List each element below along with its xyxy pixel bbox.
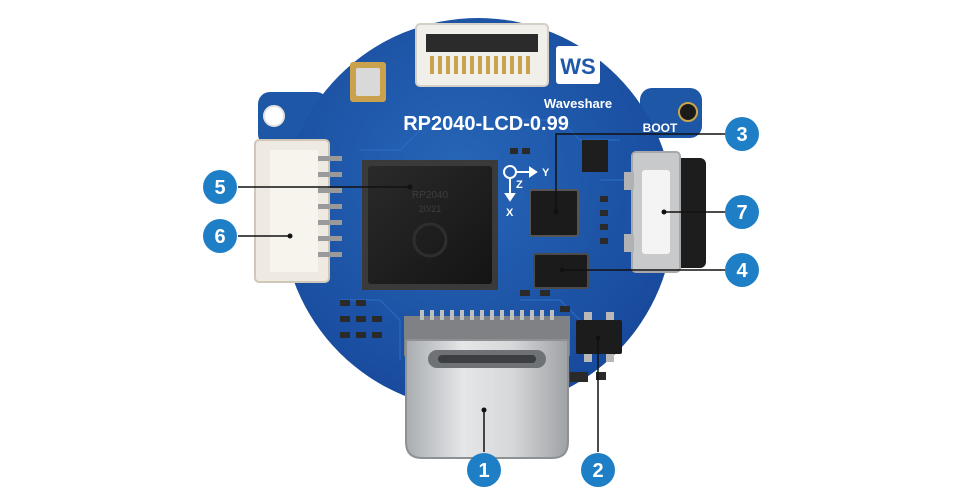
callout-number: 3 (736, 124, 747, 146)
passive-components (340, 148, 608, 382)
callout-badge-3: 3 (725, 117, 759, 151)
boot-button (624, 151, 706, 273)
brand-label: Waveshare (544, 96, 612, 111)
transistor (582, 140, 608, 172)
chip-marking-2: 20/21 (419, 204, 442, 214)
callout-badge-4: 4 (725, 253, 759, 287)
axis-z-label: Z (516, 179, 523, 191)
registered-mark: ® (602, 39, 614, 56)
callout-badge-7: 7 (725, 195, 759, 229)
axis-y-label: Y (542, 167, 550, 179)
callout-badge-1: 1 (467, 453, 501, 487)
pcb-tab-right (640, 88, 702, 138)
callout-number: 4 (736, 260, 748, 282)
boot-label: BOOT (643, 121, 678, 135)
waveshare-logo: WS ® (556, 39, 614, 84)
callout-number: 1 (478, 460, 489, 482)
gpio-header (254, 139, 342, 283)
model-label: RP2040-LCD-0.99 (403, 113, 569, 135)
rp2040-chip: RP2040 20/21 (362, 160, 498, 290)
callout-lines (238, 133, 725, 452)
callout-number: 2 (592, 460, 603, 482)
axis-marker (503, 165, 538, 202)
mount-hole-right (678, 102, 698, 122)
usb-c-connector (404, 310, 570, 459)
callout-endpoints (287, 184, 667, 413)
callout-number: 6 (214, 226, 225, 248)
chip-marking-1: RP2040 (412, 190, 449, 201)
mount-hole-left (263, 105, 285, 127)
logo-mark: WS (560, 54, 595, 79)
callout-number: 7 (736, 202, 747, 224)
fpc-display-connector (415, 23, 549, 87)
callout-badge-2: 2 (581, 453, 615, 487)
crystal-oscillator (350, 62, 386, 102)
callout-badge-6: 6 (203, 219, 237, 253)
callout-badge-5: 5 (203, 170, 237, 204)
axis-x-label: X (506, 207, 514, 219)
callout-number: 5 (214, 177, 225, 199)
